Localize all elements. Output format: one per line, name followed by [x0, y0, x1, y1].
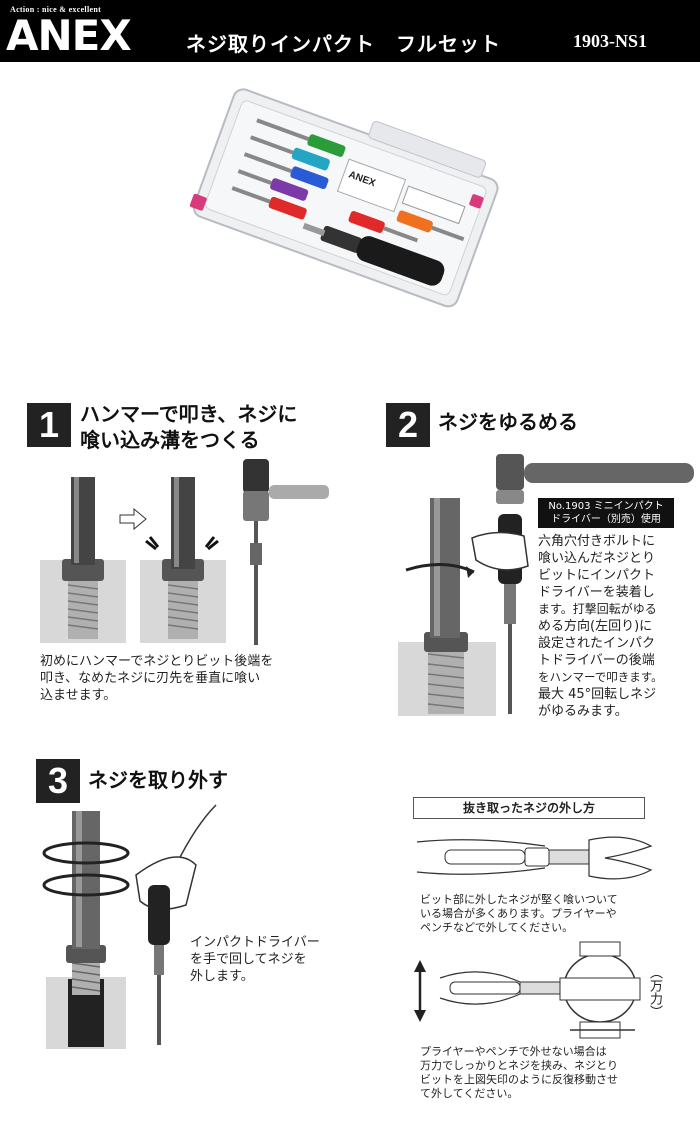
howto-vise-illustration — [414, 941, 641, 1039]
step-2-text-line9: をハンマーで叩きます。 — [538, 670, 663, 684]
bit-red-2 — [348, 211, 419, 243]
step-3-title: ネジを取り外す — [88, 768, 228, 792]
step-1-text-line2: 叩き、なめたネジに刃先を垂直に喰い — [40, 671, 261, 686]
bit-blue — [243, 152, 329, 190]
vise-label: （万力） — [647, 966, 662, 1018]
brand-tagline: Action : nice & excellent — [10, 5, 102, 14]
step-2-text-line4: ドライバーを装着し — [538, 585, 655, 600]
step-2-note-line1: No.1903 ミニインパクト — [548, 501, 664, 512]
step-2-note: No.1903 ミニインパクト ドライバー（別売）使用 — [538, 498, 674, 528]
step-2-note-line2: ドライバー（別売）使用 — [551, 514, 661, 525]
product-case-image: ANEX — [189, 88, 499, 308]
step-2-text-line3: ビットにインパクト — [538, 568, 656, 583]
brand-logo: ANEX — [6, 11, 132, 60]
bit-orange — [396, 210, 465, 242]
step-1-title-line2: 喰い込み溝をつくる — [80, 428, 260, 452]
step-3-text-line2: を手で回してネジを — [190, 952, 307, 967]
step-2-title: ネジをゆるめる — [438, 410, 578, 434]
step-2-text-line1: 六角穴付きボルトに — [538, 534, 656, 549]
howto-title: 抜き取ったネジの外し方 — [413, 797, 645, 819]
howto-text1-line2: いる場合が多くあります。プライヤーや — [420, 907, 617, 920]
bit-teal — [250, 135, 330, 171]
step-2-badge: 2 — [386, 403, 430, 447]
step-1-illustration — [40, 459, 329, 645]
step-2-text-line5: ます。打撃回転がゆる — [538, 602, 657, 616]
bit-purple — [237, 169, 309, 201]
step-2-text-line11: がゆるみます。 — [538, 704, 628, 719]
howto-text2-line2: 万力でしっかりとネジを挟み、ネジとり — [420, 1059, 618, 1072]
howto-text2-line1: プライヤーやペンチで外せない場合は — [420, 1045, 607, 1058]
howto-pliers-illustration — [416, 836, 653, 880]
step-1-text-line1: 初めにハンマーでネジとりビット後端を — [40, 654, 274, 669]
howto-text1-line1: ビット部に外したネジが堅く喰いついて — [420, 893, 618, 906]
step-1-text-line3: 込ませます。 — [40, 688, 117, 703]
howto-text2-line3: ビットを上図矢印のように反復移動させ — [420, 1073, 618, 1086]
step-3-text-line1: インパクトドライバー — [190, 935, 320, 950]
step-2-text-line8: トドライバーの後端 — [538, 653, 655, 668]
howto-text2-line4: て外してください。 — [420, 1087, 519, 1100]
step-3-badge: 3 — [36, 759, 80, 803]
step-2-text-line10: 最大 45°回転しネジ — [538, 687, 657, 702]
step-3-illustration — [42, 804, 217, 1049]
bit-green — [256, 118, 346, 157]
bit-red — [231, 186, 307, 220]
model-number: 1903-NS1 — [573, 31, 648, 51]
page-title: ネジ取りインパクト フルセット — [186, 32, 501, 56]
step-2-text-line7: 設定されたインパク — [538, 636, 656, 651]
step-2-illustration — [398, 454, 694, 716]
impact-driver — [302, 222, 445, 286]
header-bar: Action : nice & excellent ANEX ネジ取りインパクト… — [0, 0, 700, 62]
step-3-text-line3: 外します。 — [190, 969, 254, 984]
howto-text1-line3: ペンチなどで外してください。 — [420, 921, 574, 934]
step-1-title-line1: ハンマーで叩き、ネジに — [80, 402, 298, 426]
step-2-text-line6: める方向(左回り)に — [538, 619, 653, 634]
step-2-text-line2: 喰い込んだネジとり — [538, 551, 656, 566]
step-1-badge: 1 — [27, 403, 71, 447]
